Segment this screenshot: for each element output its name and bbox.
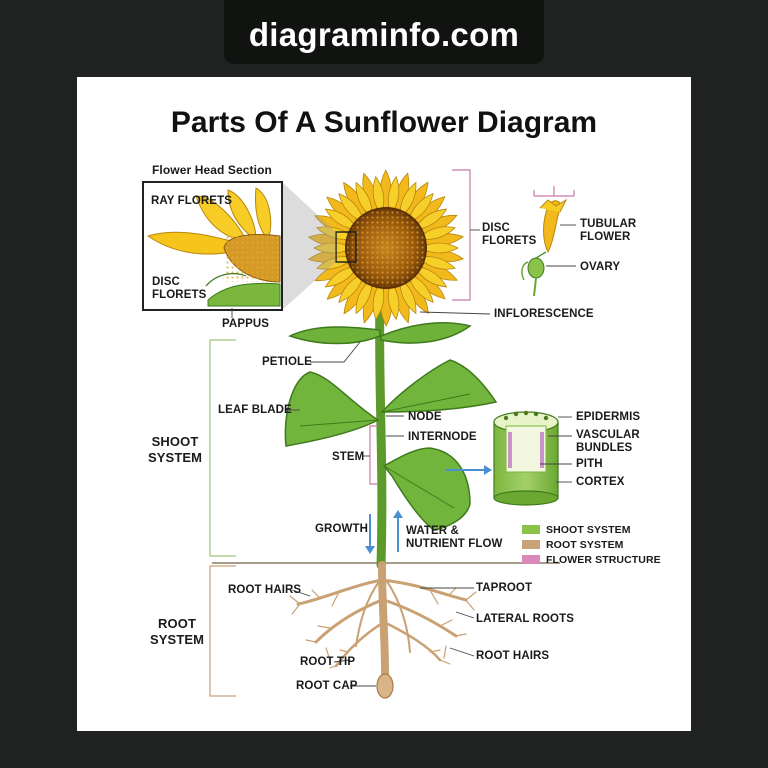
legend-swatch — [522, 555, 540, 564]
petal — [413, 265, 448, 288]
leaf-upper-right — [380, 321, 472, 344]
flow-arrows — [365, 510, 403, 554]
label-root-tip: ROOT TIP — [300, 656, 356, 668]
site-banner: diagraminfo.com — [224, 0, 544, 64]
petal — [399, 278, 417, 315]
leaves — [284, 321, 498, 531]
legend — [522, 525, 540, 564]
label-internode: INTERNODE — [408, 431, 477, 443]
petal — [313, 242, 353, 254]
petal — [413, 208, 448, 231]
label-ovary: OVARY — [580, 261, 621, 273]
label-leaf-blade: LEAF BLADE — [218, 404, 292, 416]
label-stem: STEM — [332, 451, 365, 463]
flower-head-inset — [142, 181, 283, 311]
label-lateral-roots: LATERAL ROOTS — [476, 613, 574, 625]
label-root-cap: ROOT CAP — [296, 680, 358, 692]
flower-head — [307, 169, 465, 327]
label-tubular-flower: TUBULAR FLOWER — [580, 218, 637, 243]
petal — [419, 242, 459, 254]
petal — [407, 273, 434, 304]
leader-lines — [231, 224, 576, 687]
root-system — [289, 561, 477, 694]
label-taproot: TAPROOT — [476, 582, 533, 594]
label-shoot-system: SHOOT SYSTEM — [148, 434, 203, 465]
label-epidermis: EPIDERMIS — [576, 411, 641, 423]
petal — [372, 175, 385, 216]
petal — [355, 181, 373, 218]
leaf-blade-left — [284, 371, 380, 447]
petal — [355, 278, 373, 315]
legend-swatch — [522, 525, 540, 534]
petal — [407, 192, 434, 223]
label-inset-disc-florets: DISC FLORETS — [152, 276, 207, 301]
petal — [417, 256, 456, 270]
label-vascular-bundles: VASCULAR BUNDLES — [576, 429, 640, 454]
leaf-lower-right — [382, 447, 471, 531]
stem-cross-section — [493, 410, 559, 506]
label-root-hairs-right: ROOT HAIRS — [476, 650, 550, 662]
petal — [338, 273, 365, 304]
label-node: NODE — [408, 411, 442, 423]
zoom-box — [335, 231, 357, 263]
leaf-right — [380, 359, 498, 413]
petal — [387, 175, 400, 216]
tubular-flower-illustration — [521, 186, 575, 297]
label-ray-florets: RAY FLORETS — [151, 195, 232, 207]
label-disc-florets: DISC FLORETS — [482, 222, 537, 247]
petal — [399, 181, 417, 218]
label-water-flow: WATER & NUTRIENT FLOW — [406, 525, 503, 550]
inset-heading: Flower Head Section — [152, 163, 272, 177]
label-petiole: PETIOLE — [262, 356, 312, 368]
root-cap — [376, 673, 394, 699]
label-inflorescence: INFLORESCENCE — [494, 308, 594, 320]
petal — [324, 208, 359, 231]
label-cortex: CORTEX — [576, 476, 625, 488]
label-pappus: PAPPUS — [222, 318, 270, 330]
legend-swatch — [522, 540, 540, 549]
zoom-beam — [282, 182, 336, 310]
legend-root-system: ROOT SYSTEM — [546, 539, 624, 551]
legend-shoot-system: SHOOT SYSTEM — [546, 524, 631, 536]
petal — [387, 280, 400, 321]
site-name: diagraminfo.com — [248, 16, 520, 53]
legend-flower-structure: FLOWER STRUCTURE — [546, 554, 661, 566]
label-growth: GROWTH — [315, 523, 368, 535]
petal — [417, 226, 456, 240]
petal — [372, 280, 385, 321]
label-root-hairs-left: ROOT HAIRS — [228, 584, 302, 596]
brackets — [209, 169, 471, 697]
leaf-upper-left — [287, 326, 381, 345]
label-root-system: ROOT SYSTEM — [150, 616, 205, 647]
petal — [324, 265, 359, 288]
label-pith: PITH — [576, 458, 603, 470]
petal — [338, 192, 365, 223]
page-title: Parts Of A Sunflower Diagram — [170, 106, 598, 139]
petal — [316, 256, 355, 270]
